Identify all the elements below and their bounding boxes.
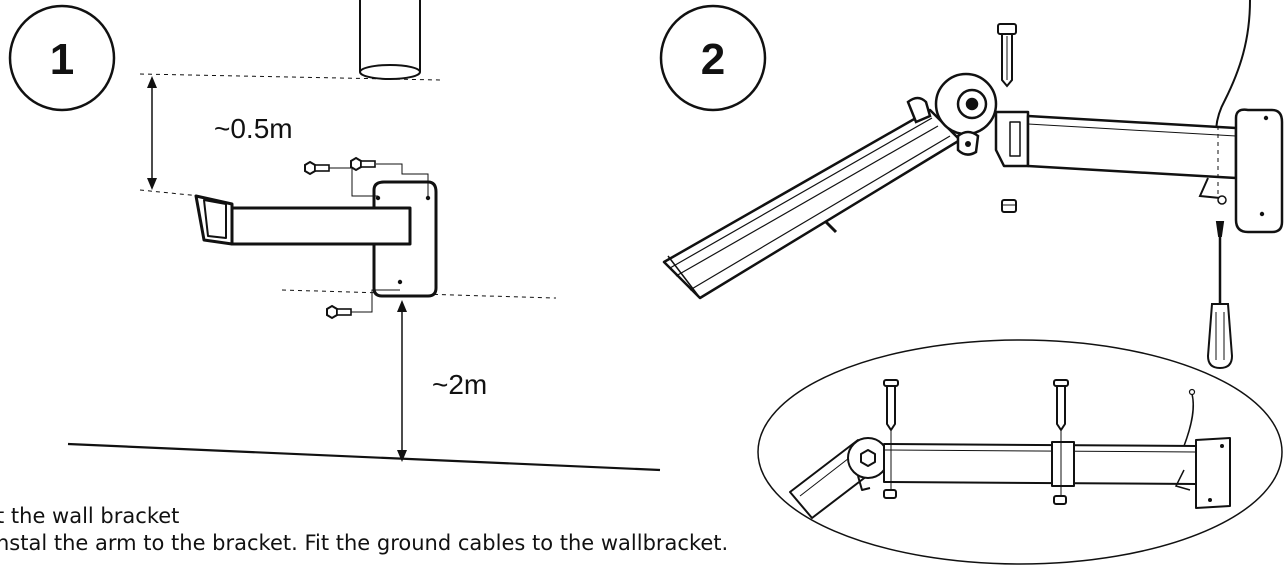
extension-arm bbox=[662, 108, 962, 300]
reference-lines bbox=[139, 73, 557, 299]
nut-icon bbox=[1001, 199, 1017, 213]
horizontal-arm bbox=[994, 110, 1238, 200]
instruction-line-1: t the wall bracket bbox=[0, 504, 180, 528]
screwdriver-icon bbox=[1206, 221, 1234, 370]
wall-plug-icon bbox=[997, 23, 1017, 88]
step-2-panel: 2 bbox=[659, 0, 1284, 565]
step-2-badge: 2 bbox=[659, 4, 767, 112]
hex-bolt-icon bbox=[326, 305, 352, 319]
dimension-top-label: ~0.5m bbox=[214, 113, 293, 144]
dimension-bottom-label: ~2m bbox=[432, 369, 487, 400]
pivot-joint bbox=[906, 72, 998, 156]
step-1-number: 1 bbox=[50, 35, 74, 84]
hex-bolt-icon bbox=[304, 161, 330, 175]
step-2-number: 2 bbox=[701, 35, 725, 84]
mounting-bolts bbox=[304, 157, 429, 319]
step-1-badge: 1 bbox=[8, 4, 116, 112]
floor-line bbox=[67, 442, 661, 472]
dimension-top: ~0.5m bbox=[147, 76, 293, 190]
detail-inset bbox=[757, 339, 1283, 565]
instruction-line-2: nstal the arm to the bracket. Fit the gr… bbox=[0, 531, 729, 555]
hex-bolt-icon bbox=[350, 157, 376, 171]
ceiling-pipe bbox=[359, 0, 421, 80]
dimension-bottom: ~2m bbox=[397, 300, 487, 462]
wall-bracket-step1 bbox=[194, 180, 438, 298]
step-1-panel: 1 ~0.5m bbox=[8, 0, 661, 472]
wall-plate bbox=[1198, 108, 1284, 234]
